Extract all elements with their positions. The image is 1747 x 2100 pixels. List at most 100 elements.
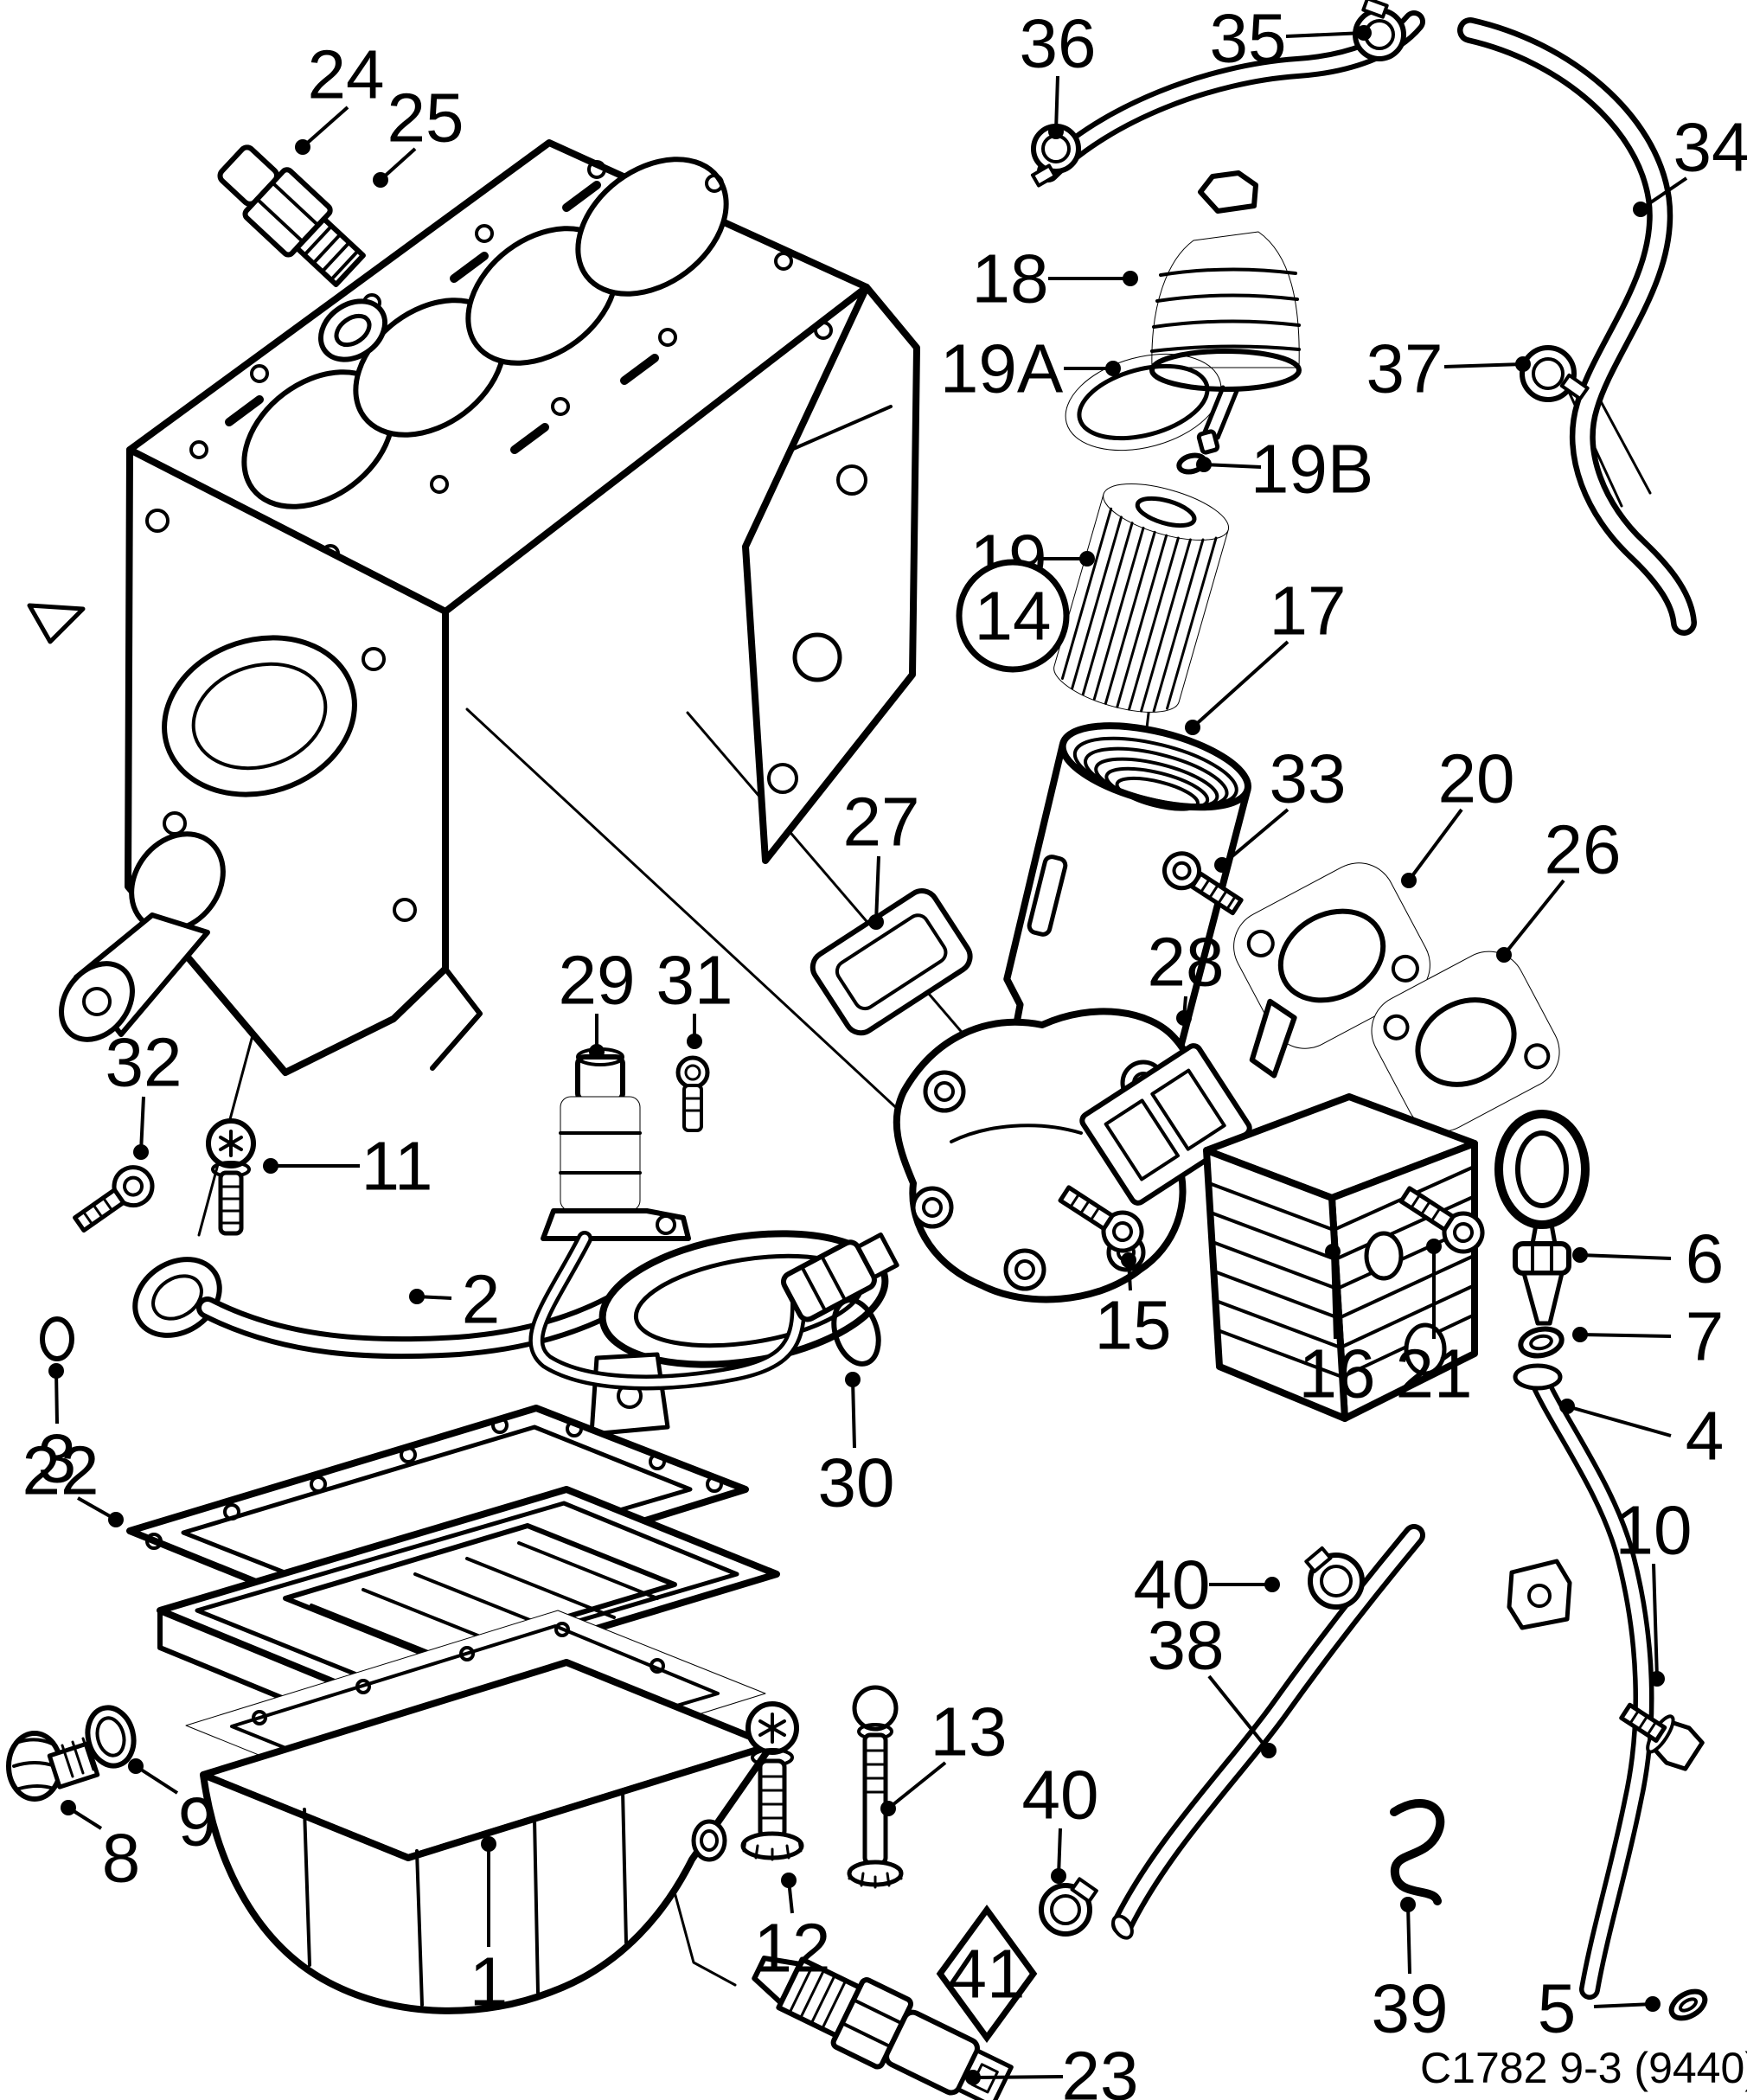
callout-label: 26 bbox=[1545, 811, 1622, 888]
leader-dot bbox=[1196, 457, 1212, 472]
leader-dot bbox=[781, 1873, 797, 1888]
callout-17: 17 bbox=[1185, 573, 1346, 735]
figure-caption: C1782 9-3 (9440) bbox=[1420, 2044, 1747, 2092]
leader-dot bbox=[295, 139, 310, 155]
leader-line bbox=[1054, 75, 1059, 132]
callout-label: 18 bbox=[972, 240, 1049, 317]
leader-dot bbox=[1123, 271, 1138, 286]
callout-label: 13 bbox=[931, 1693, 1008, 1770]
callout-label: 41 bbox=[949, 1936, 1026, 2013]
leader-dot bbox=[1401, 873, 1417, 888]
callout-label: 30 bbox=[818, 1444, 895, 1521]
callout-label: 24 bbox=[308, 36, 385, 113]
leader-dot bbox=[1649, 1671, 1665, 1687]
callout-22: 22 bbox=[22, 1432, 124, 1527]
hose-clamp-37 bbox=[1520, 345, 1590, 402]
callout-37: 37 bbox=[1366, 330, 1531, 407]
leader-line bbox=[1443, 362, 1524, 368]
callout-24: 24 bbox=[295, 36, 385, 155]
callout-label: 36 bbox=[1020, 5, 1097, 82]
callout-label: 16 bbox=[1299, 1335, 1376, 1412]
sensor-cable bbox=[528, 1231, 810, 1391]
upper-oil-pan bbox=[157, 1486, 780, 1737]
callout-34: 34 bbox=[1633, 109, 1747, 217]
thermostat-flange bbox=[1233, 862, 1430, 1079]
callout-2: 2 bbox=[409, 1261, 500, 1338]
callout-31: 31 bbox=[656, 942, 733, 1049]
leader-dot bbox=[128, 1758, 144, 1774]
leader-line bbox=[1639, 176, 1688, 211]
callout-14: 14 bbox=[956, 559, 1070, 673]
flange-bolt bbox=[1162, 851, 1244, 916]
oil-return-hose bbox=[1111, 1524, 1425, 1940]
callout-3: 3 bbox=[38, 1363, 76, 1497]
leader-line bbox=[134, 1764, 179, 1795]
callout-label: 37 bbox=[1366, 330, 1443, 407]
leader-dot bbox=[1185, 720, 1200, 735]
block-end-face bbox=[742, 284, 920, 864]
callout-label: 40 bbox=[1134, 1546, 1211, 1623]
leader-line bbox=[139, 1096, 145, 1153]
callout-16: 16 bbox=[1299, 1244, 1376, 1412]
block-front-face bbox=[125, 446, 449, 1076]
diamond-marker bbox=[936, 1905, 1038, 2043]
engine-block bbox=[27, 139, 920, 1076]
pickup-bracket bbox=[589, 1352, 670, 1437]
leader-line bbox=[1220, 808, 1289, 867]
leader-dot bbox=[589, 1044, 605, 1060]
leader-dot bbox=[1176, 1010, 1192, 1026]
leader-dot bbox=[373, 172, 388, 188]
callout-30: 30 bbox=[818, 1372, 895, 1521]
callout-label: 27 bbox=[843, 784, 920, 861]
callout-label: 5 bbox=[1538, 1970, 1577, 2047]
callout-label: 33 bbox=[1270, 740, 1347, 817]
leader-line bbox=[1207, 1674, 1270, 1752]
connector-o-ring bbox=[831, 1297, 881, 1367]
callout-label: 32 bbox=[106, 1024, 182, 1101]
callout-label: 31 bbox=[656, 942, 733, 1019]
leader-dot bbox=[133, 1144, 149, 1160]
leader-dot bbox=[1048, 124, 1064, 139]
leader-dot bbox=[1214, 857, 1230, 873]
circle-marker bbox=[956, 559, 1070, 673]
tube-bracket bbox=[1507, 1559, 1572, 1630]
leader-dot bbox=[1079, 551, 1095, 567]
sensor-seal-washer bbox=[317, 298, 388, 362]
leader-line bbox=[851, 1379, 856, 1449]
leader-line bbox=[1406, 1904, 1411, 1975]
callout-35: 35 bbox=[1210, 0, 1372, 77]
pickup-bolt-32 bbox=[73, 1165, 155, 1233]
callout-7: 7 bbox=[1572, 1298, 1724, 1375]
leader-dot bbox=[1572, 1327, 1588, 1342]
dipstick-tube bbox=[1507, 1363, 1654, 2000]
callout-label: 19A bbox=[940, 330, 1064, 407]
hose-clamp-36 bbox=[1030, 124, 1081, 188]
pickup-o-ring bbox=[40, 1316, 74, 1361]
leader-line bbox=[886, 1761, 947, 1810]
leader-line bbox=[301, 106, 349, 149]
callout-19B: 19B bbox=[1196, 431, 1373, 508]
leader-dot bbox=[1264, 1577, 1280, 1592]
callout-label: 40 bbox=[1022, 1757, 1099, 1834]
leader-dot bbox=[1426, 1239, 1442, 1254]
oil-pressure-sensor bbox=[217, 144, 366, 288]
leader-line bbox=[1566, 1405, 1672, 1437]
leader-line bbox=[1331, 1251, 1337, 1340]
cable-connector bbox=[780, 1232, 899, 1322]
callout-label: 22 bbox=[22, 1432, 99, 1509]
callout-26: 26 bbox=[1496, 811, 1622, 963]
callout-label: 15 bbox=[1095, 1287, 1172, 1364]
hose-clip-39 bbox=[1390, 1799, 1445, 1905]
cylinder-bores bbox=[241, 157, 729, 509]
callout-19A: 19A bbox=[940, 330, 1121, 407]
solenoid-bolt-31 bbox=[675, 1055, 710, 1132]
bypass-valve-stem bbox=[1196, 385, 1239, 455]
callout-label: 7 bbox=[1686, 1298, 1725, 1375]
leader-dot bbox=[1572, 1247, 1588, 1263]
callout-label: 20 bbox=[1438, 740, 1515, 817]
callout-15: 15 bbox=[1095, 1252, 1172, 1364]
leader-line bbox=[972, 2075, 1064, 2079]
callout-label: 21 bbox=[1396, 1335, 1473, 1412]
